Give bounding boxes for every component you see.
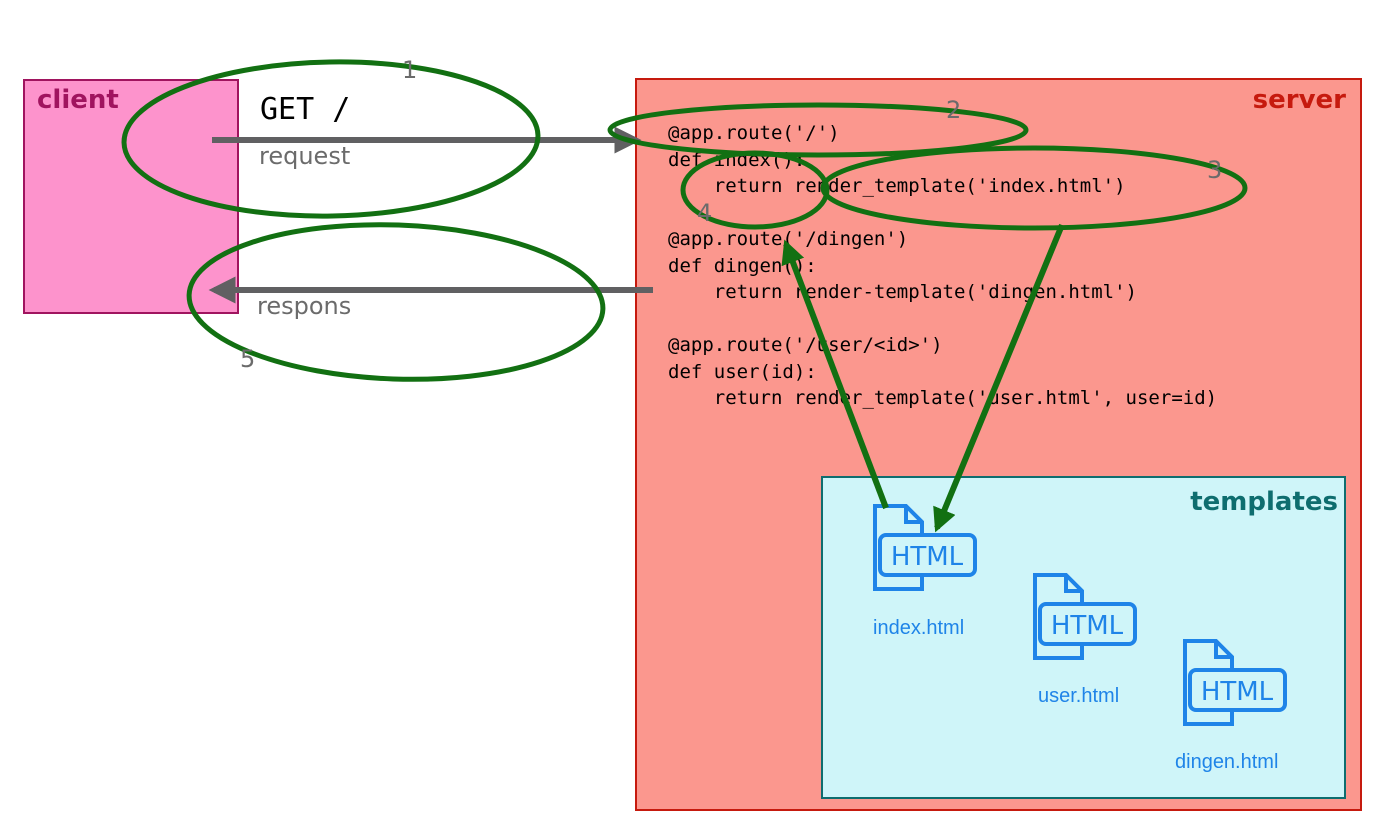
html-file-icon: HTML xyxy=(1183,639,1287,726)
svg-text:HTML: HTML xyxy=(1051,611,1124,641)
file-label-index[interactable]: index.html xyxy=(873,617,965,639)
html-file-icon: HTML xyxy=(873,504,977,591)
route-user-code: @app.route('/user/<id>') def user(id): r… xyxy=(668,332,1217,412)
file-label-user[interactable]: user.html xyxy=(1038,685,1120,707)
step-1-ellipse xyxy=(121,59,541,219)
return-arrow xyxy=(781,239,889,510)
templates-title: templates xyxy=(1190,487,1338,517)
route-index-code: @app.route('/') def index(): return rend… xyxy=(668,120,1126,200)
code-line: def user(id): xyxy=(668,360,817,383)
request-method-path: GET / xyxy=(260,92,351,127)
response-label: respons xyxy=(257,292,352,320)
code-line: @app.route('/') xyxy=(668,122,840,144)
html-file-icon: HTML xyxy=(1033,573,1137,660)
step-number-1: 1 xyxy=(402,56,418,84)
route-dingen-code: @app.route('/dingen') def dingen(): retu… xyxy=(668,226,1137,306)
code-line: return render_template('index.html') xyxy=(668,175,1126,197)
step-number-3: 3 xyxy=(1207,156,1223,184)
file-label-dingen[interactable]: dingen.html xyxy=(1175,751,1279,773)
step-2-ellipse xyxy=(607,102,1029,158)
svg-text:HTML: HTML xyxy=(1201,677,1274,707)
render-arrow xyxy=(933,223,1065,533)
step-4-ellipse xyxy=(680,150,830,230)
server-title: server xyxy=(1252,85,1346,115)
code-line: @app.route('/dingen') xyxy=(668,228,909,250)
step-5-ellipse xyxy=(186,222,606,382)
step-number-4: 4 xyxy=(697,199,713,227)
request-label: request xyxy=(259,142,351,170)
code-line: return render_template('user.html', user… xyxy=(668,387,1218,409)
code-line: return render-template('dingen.html') xyxy=(668,281,1137,303)
step-number-2: 2 xyxy=(946,96,962,124)
client-title: client xyxy=(37,85,119,115)
step-3-ellipse xyxy=(820,145,1248,231)
svg-text:HTML: HTML xyxy=(891,542,964,572)
step-number-5: 5 xyxy=(240,345,256,373)
code-line: @app.route('/user/<id>') xyxy=(668,334,943,356)
